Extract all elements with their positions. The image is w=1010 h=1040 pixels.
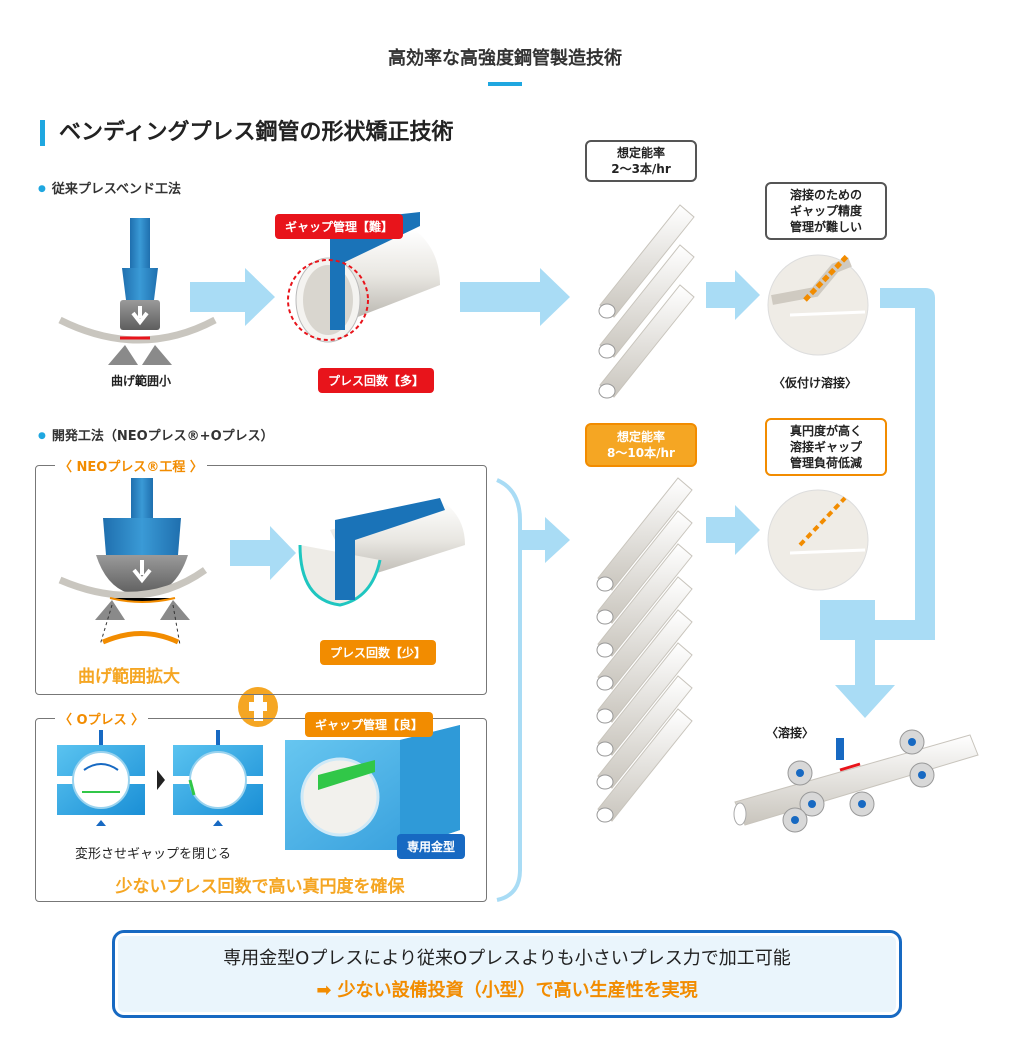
flow-arrows bbox=[190, 268, 760, 580]
press-callout-few: プレス回数【少】 bbox=[320, 640, 437, 665]
welding-station bbox=[733, 729, 979, 833]
opress-frame-label: 〈 Oプレス 〉 bbox=[55, 709, 149, 728]
capacity-bubble-developed: 想定能率 8〜10本/hr bbox=[585, 423, 697, 467]
gap-callout-hard: ギャップ管理【難】 bbox=[275, 214, 404, 239]
opress-frame bbox=[35, 718, 487, 902]
tack-weld-closeup bbox=[767, 253, 869, 356]
summary-line2: ➡ 少ない設備投資（小型）で高い生産性を実現 bbox=[316, 980, 698, 1001]
neo-frame bbox=[35, 465, 487, 695]
weld-label: 〈溶接〉 bbox=[766, 726, 815, 740]
pipe-stack-developed bbox=[596, 477, 693, 823]
plus-icon bbox=[238, 687, 278, 727]
conventional-press bbox=[58, 218, 217, 365]
opress-step2 bbox=[173, 730, 263, 826]
title-underline bbox=[488, 82, 522, 86]
merge-bracket bbox=[496, 478, 522, 902]
deform-label: 変形させギャップを閉じる bbox=[75, 847, 232, 862]
developed-weld-closeup bbox=[767, 489, 869, 591]
developed-heading: 開発工法（NEOプレス®+Oプレス） bbox=[38, 425, 274, 444]
summary-line1: 専用金型Oプレスにより従来Oプレスよりも小さいプレス力で加工可能 bbox=[223, 948, 791, 969]
step-arrow bbox=[157, 770, 165, 790]
opress-step1 bbox=[57, 730, 145, 826]
summary-box bbox=[112, 930, 902, 1018]
section-title: ベンディングプレス鋼管の形状矯正技術 bbox=[40, 120, 453, 146]
tack-weld-label: 〈仮付け溶接〉 bbox=[772, 376, 857, 390]
flow-to-welding bbox=[820, 288, 935, 718]
press-callout-many: プレス回数【多】 bbox=[318, 368, 435, 393]
conventional-bend-label: 曲げ範囲小 bbox=[110, 374, 171, 388]
die-callout: 専用金型 bbox=[397, 834, 466, 859]
weld-bubble-developed: 真円度が高く 溶接ギャップ 管理負荷低減 bbox=[765, 418, 887, 476]
neo-frame-label: 〈 NEOプレス®工程 〉 bbox=[55, 456, 207, 475]
conventional-heading: 従来プレスベンド工法 bbox=[38, 178, 181, 197]
pipe-stack-conventional bbox=[598, 204, 695, 399]
dedicated-die bbox=[285, 725, 460, 850]
conventional-pipe bbox=[287, 212, 440, 343]
developed-bend-label: 曲げ範囲拡大 bbox=[78, 667, 180, 687]
gap-callout-good: ギャップ管理【良】 bbox=[305, 712, 434, 737]
result-label: 少ないプレス回数で高い真円度を確保 bbox=[115, 877, 405, 897]
page-title: 高効率な高強度鋼管製造技術 bbox=[388, 48, 622, 69]
weld-bubble-conventional: 溶接のための ギャップ精度 管理が難しい bbox=[765, 182, 887, 240]
neo-press bbox=[58, 478, 208, 646]
capacity-bubble-conventional: 想定能率 2〜3本/hr bbox=[585, 140, 697, 182]
neo-pipe bbox=[298, 498, 465, 607]
